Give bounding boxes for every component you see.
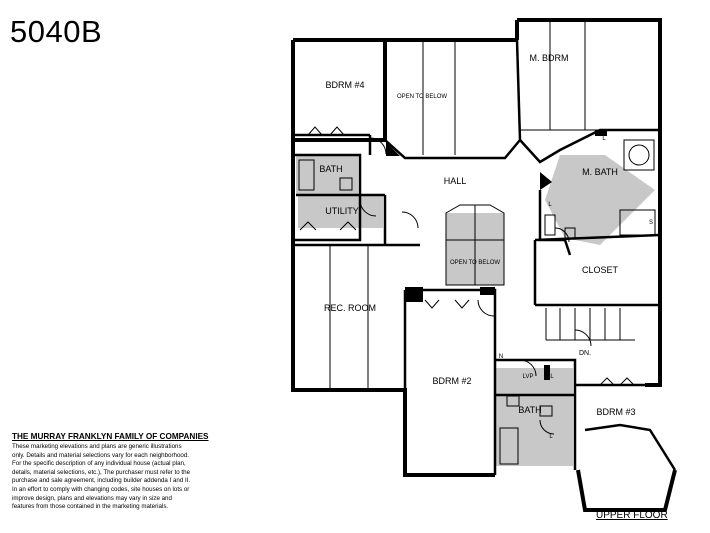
room-label-open-to-below-stair: OPEN TO BELOW [450, 260, 500, 266]
room-label-bath-upper: BATH [319, 164, 342, 174]
disclaimer-line: In an effort to comply with changing cod… [12, 485, 190, 493]
room-label-l-c: L [550, 374, 554, 380]
disclaimer-line: details, material selections, etc.), The… [12, 468, 191, 476]
room-label-l-a: L [602, 136, 606, 142]
solid-wall-pieces [386, 130, 607, 380]
room-label-bdrm3: BDRM #3 [596, 407, 635, 417]
room-label-lvp: LVP [523, 374, 534, 380]
room-label-closet: CLOSET [582, 265, 619, 275]
detail-lines [298, 20, 660, 465]
disclaimer-line: For the specific description of any indi… [12, 460, 186, 468]
room-label-bath-lower: BATH [518, 405, 541, 415]
room-label-bdrm2: BDRM #2 [432, 376, 471, 386]
room-label-l-b: L [548, 202, 552, 208]
shaded-areas [296, 155, 655, 466]
disclaimer-line: only. Details and material selections va… [12, 451, 190, 459]
room-labels: BDRM #4 OPEN TO BELOW M. BDRM HALL M. BA… [319, 53, 653, 440]
room-label-open-to-below-top: OPEN TO BELOW [397, 94, 447, 100]
disclaimer: These marketing elevations and plans are… [12, 443, 247, 512]
room-label-m-bath: M. BATH [582, 167, 618, 177]
room-label-n: N [499, 354, 503, 360]
room-label-utility: UTILITY [325, 206, 359, 216]
room-label-m-bdrm: M. BDRM [530, 53, 569, 63]
company-name: THE MURRAY FRANKLYN FAMILY OF COMPANIES [12, 432, 209, 441]
room-label-rec-room: REC. ROOM [324, 303, 376, 313]
closet-doors [299, 126, 635, 386]
door-swings [359, 137, 592, 435]
room-label-l-d: L [549, 434, 553, 440]
floor-label: UPPER FLOOR [596, 510, 668, 521]
room-label-dn: DN. [579, 350, 591, 357]
room-label-bdrm4: BDRM #4 [325, 80, 364, 90]
disclaimer-line: improve design, plans and elevations may… [12, 494, 172, 502]
disclaimer-line: purchase and sale agreement, including b… [12, 477, 191, 485]
plan-number: 5040B [10, 14, 103, 49]
company-block: THE MURRAY FRANKLYN FAMILY OF COMPANIES … [12, 432, 247, 512]
room-label-s: S [649, 220, 653, 226]
room-label-hall: HALL [444, 176, 467, 186]
disclaimer-line: features from those contained in the mar… [12, 503, 169, 511]
disclaimer-line: These marketing elevations and plans are… [12, 443, 182, 450]
